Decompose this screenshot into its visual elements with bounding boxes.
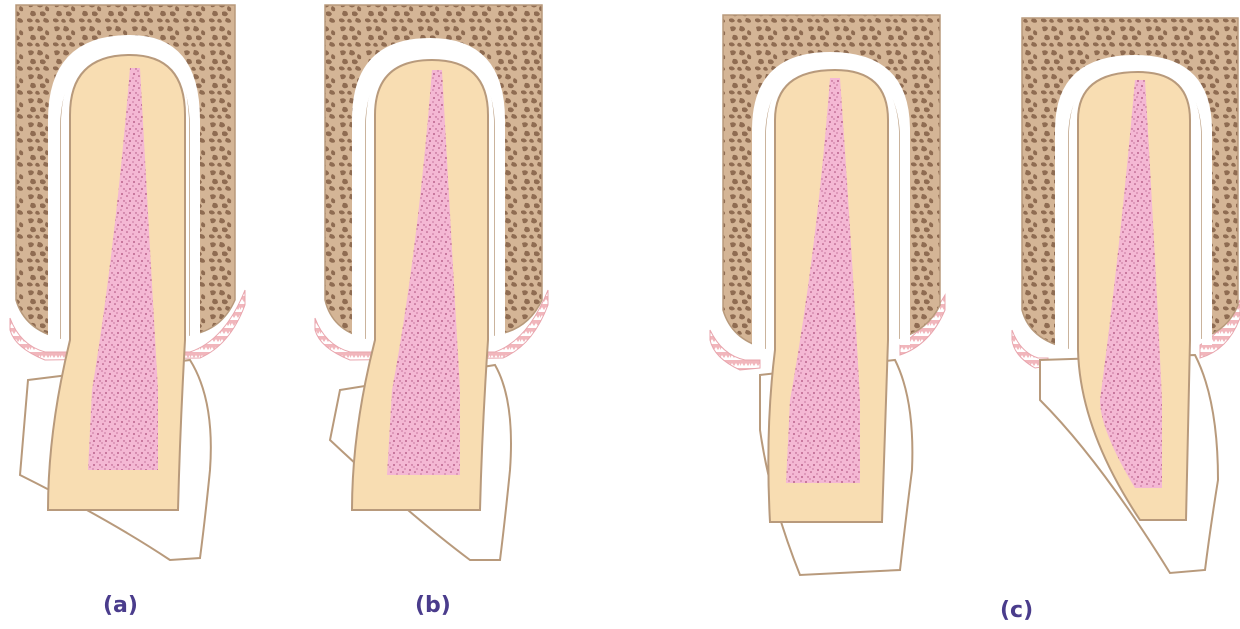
panel-label-c: (c) bbox=[1000, 598, 1033, 624]
tooth-b bbox=[315, 5, 548, 560]
tooth-c-right bbox=[1012, 18, 1240, 573]
tooth-a bbox=[10, 5, 245, 560]
panel-label-a: (a) bbox=[103, 593, 138, 619]
panel-label-b: (b) bbox=[415, 593, 451, 619]
tooth-c-left bbox=[710, 15, 945, 575]
